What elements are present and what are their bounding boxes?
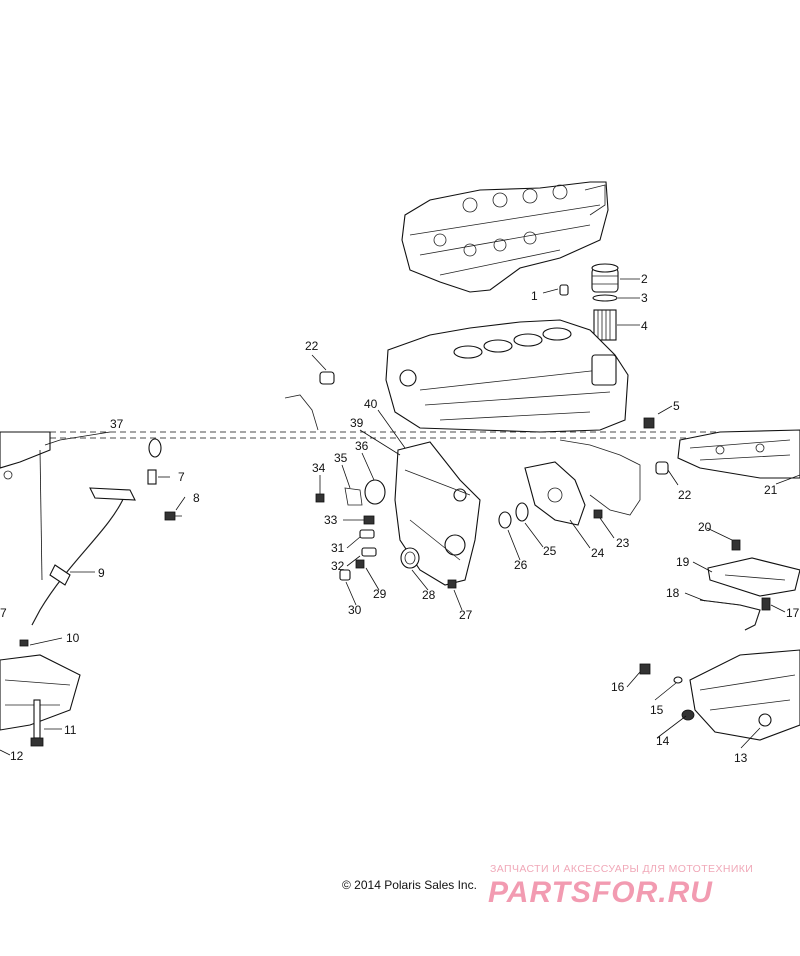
callout-31: 31 xyxy=(331,541,345,555)
cover-gasket xyxy=(559,439,641,516)
bolt-20 xyxy=(731,539,741,551)
callout-22-right: 22 xyxy=(678,488,692,502)
callout-21: 21 xyxy=(764,483,778,497)
callout-30: 30 xyxy=(348,603,362,617)
callout-17: 17 xyxy=(786,606,800,620)
callout-39: 39 xyxy=(350,416,364,430)
callout-15: 15 xyxy=(650,703,664,717)
bolt-8 xyxy=(164,511,182,521)
callout-labels: 1 2 3 4 5 7 8 9 10 11 12 13 14 15 16 17 … xyxy=(0,272,800,765)
callout-26: 26 xyxy=(514,558,528,572)
engine-block xyxy=(385,319,629,433)
callout-1: 1 xyxy=(531,289,538,303)
washer-15 xyxy=(673,676,683,684)
leader-lines xyxy=(0,278,800,756)
oil-pan-cover-19 xyxy=(707,557,800,597)
oil-pan-lower xyxy=(689,649,800,741)
oring-35 xyxy=(344,487,363,506)
copyright-notice: © 2014 Polaris Sales Inc. xyxy=(342,878,477,892)
callout-35: 35 xyxy=(334,451,348,465)
bolt-10 xyxy=(19,639,29,647)
oil-pan-upper-right xyxy=(677,429,800,479)
bolt-27 xyxy=(447,579,457,589)
callout-23: 23 xyxy=(616,536,630,550)
seal-28 xyxy=(400,547,420,569)
callout-12: 12 xyxy=(10,749,24,763)
bolt-5 xyxy=(643,417,655,429)
watermark-tagline: ЗАПЧАСТИ И АКСЕССУАРЫ ДЛЯ МОТОТЕХНИКИ xyxy=(490,863,754,875)
callout-11: 11 xyxy=(64,723,77,737)
bolt-17 xyxy=(761,597,771,611)
callout-28: 28 xyxy=(422,588,436,602)
callout-33: 33 xyxy=(324,513,338,527)
drain-plug-14 xyxy=(681,709,695,721)
callout-7: 7 xyxy=(178,470,185,484)
callout-34: 34 xyxy=(312,461,326,475)
callout-40: 40 xyxy=(364,397,378,411)
sensor-31-32 xyxy=(355,529,377,569)
pickup-tube-18 xyxy=(699,599,761,631)
callout-2: 2 xyxy=(641,272,648,286)
timing-cover xyxy=(394,441,481,586)
callout-5: 5 xyxy=(673,399,680,413)
plug-1 xyxy=(559,284,569,296)
cylinder-head xyxy=(401,181,609,293)
dowel-22 xyxy=(319,371,335,385)
separator-band xyxy=(0,431,800,439)
callout-22-top: 22 xyxy=(305,339,319,353)
bolt-23 xyxy=(593,509,603,519)
callout-3: 3 xyxy=(641,291,648,305)
callout-16: 16 xyxy=(611,680,625,694)
dowel-22b xyxy=(655,461,669,475)
callout-27: 27 xyxy=(459,608,473,622)
oil-pan-upper-left xyxy=(0,431,51,480)
watermark-logo: PARTSFOR.RU xyxy=(488,876,713,909)
rotor-25 xyxy=(515,502,529,522)
callout-29: 29 xyxy=(373,587,387,601)
callout-36: 36 xyxy=(355,439,369,453)
callout-14: 14 xyxy=(656,734,670,748)
oil-filter-oring xyxy=(592,294,618,302)
oil-pan-lower-left xyxy=(0,654,81,731)
seal-36 xyxy=(364,479,386,505)
oil-filter-element xyxy=(593,309,617,341)
dipstick-tube xyxy=(31,487,136,626)
callout-8: 8 xyxy=(193,491,200,505)
callout-20: 20 xyxy=(698,520,712,534)
callout-9: 9 xyxy=(98,566,105,580)
dipstick xyxy=(147,438,162,485)
bolt-16 xyxy=(639,663,651,675)
callout-19: 19 xyxy=(676,555,690,569)
callout-10: 10 xyxy=(66,631,80,645)
callout-32: 32 xyxy=(331,559,345,573)
oil-filter-cap xyxy=(591,263,619,293)
gasket-39 xyxy=(284,394,319,431)
callout-4: 4 xyxy=(641,319,648,333)
callout-37: 37 xyxy=(110,417,124,431)
bolt-11 xyxy=(30,699,44,747)
plug-30 xyxy=(339,569,351,581)
callout-13: 13 xyxy=(734,751,748,765)
callout-24: 24 xyxy=(591,546,605,560)
callout-25: 25 xyxy=(543,544,557,558)
callout-7-left: 7 xyxy=(0,606,7,620)
rotor-26 xyxy=(498,511,512,529)
callout-18: 18 xyxy=(666,586,680,600)
oil-pump-gasket xyxy=(524,461,586,526)
